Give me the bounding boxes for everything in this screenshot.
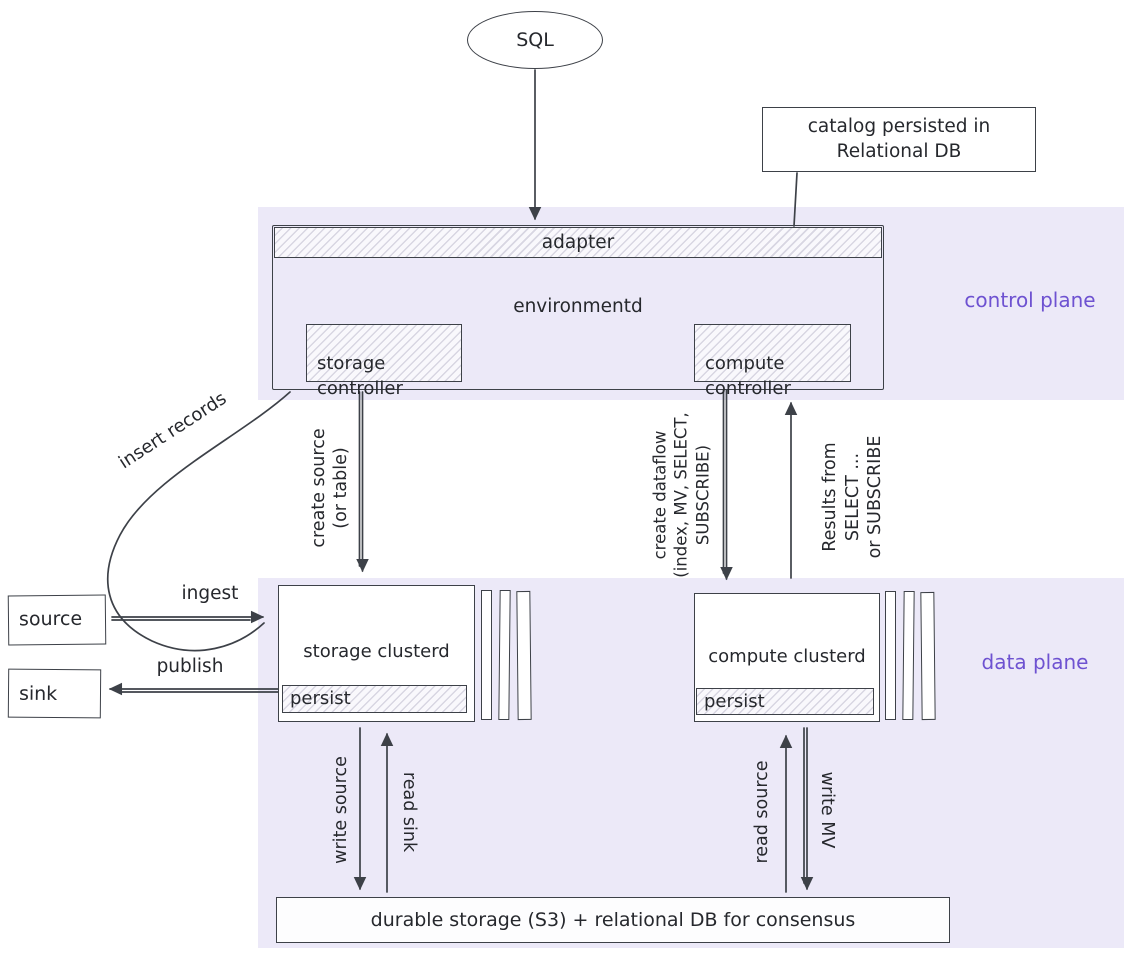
sql-label: SQL — [516, 29, 554, 51]
storage-controller-label: storage controller — [317, 353, 403, 399]
create-source-label: create source (or table) — [308, 428, 351, 548]
compute-replica-slat — [920, 591, 936, 721]
data-plane-label: data plane — [981, 650, 1089, 674]
publish-label: publish — [156, 656, 224, 677]
arrow-ingest — [111, 610, 265, 624]
write-source-label: write source — [330, 756, 351, 864]
storage-clusterd-node: storage clusterd persist — [278, 585, 475, 722]
storage-replica-slat — [498, 589, 511, 721]
compute-persist-bar: persist — [696, 688, 874, 715]
arrow-create-source — [356, 391, 369, 573]
sink-node: sink — [7, 668, 102, 719]
compute-persist-label: persist — [704, 691, 765, 712]
compute-clusterd-node: compute clusterd persist — [694, 593, 880, 722]
write-mv-label: write MV — [817, 771, 838, 849]
environmentd-label: environmentd — [513, 296, 643, 317]
durable-storage-node: durable storage (S3) + relational DB for… — [276, 897, 950, 943]
catalog-node: catalog persisted in Relational DB — [762, 107, 1036, 172]
ingest-label: ingest — [181, 583, 239, 604]
adapter-label: adapter — [541, 232, 615, 253]
storage-clusterd-label: storage clusterd — [303, 641, 450, 662]
control-plane-label: control plane — [964, 288, 1096, 312]
create-dataflow-label: create dataflow (index, MV, SELECT, SUBS… — [650, 412, 713, 578]
storage-replica-slat — [516, 590, 532, 721]
adapter-node: adapter — [274, 227, 882, 258]
environmentd-node — [272, 225, 884, 390]
catalog-label: catalog persisted in Relational DB — [807, 116, 991, 162]
compute-controller-label: compute controller — [705, 353, 791, 399]
durable-storage-label: durable storage (S3) + relational DB for… — [370, 909, 856, 931]
compute-replica-slat — [885, 591, 896, 720]
read-source-label: read source — [751, 760, 772, 864]
arrow-create-dataflow — [720, 389, 733, 581]
results-label: Results from SELECT ... or SUBSCRIBE — [820, 435, 886, 559]
arrow-publish — [108, 682, 279, 696]
read-sink-label: read sink — [399, 771, 420, 853]
source-node: source — [7, 594, 107, 646]
storage-replica-slat — [481, 590, 492, 720]
storage-controller-node: storage controller — [306, 324, 462, 399]
storage-persist-label: persist — [290, 688, 351, 709]
sql-node: SQL — [467, 11, 603, 69]
storage-persist-bar: persist — [282, 685, 467, 713]
insert-records-label: insert records — [115, 388, 231, 474]
compute-clusterd-label: compute clusterd — [708, 646, 866, 667]
sink-label: sink — [18, 682, 58, 706]
compute-controller-node: compute controller — [694, 324, 851, 399]
compute-replica-slat — [902, 590, 915, 721]
source-label: source — [18, 607, 83, 631]
